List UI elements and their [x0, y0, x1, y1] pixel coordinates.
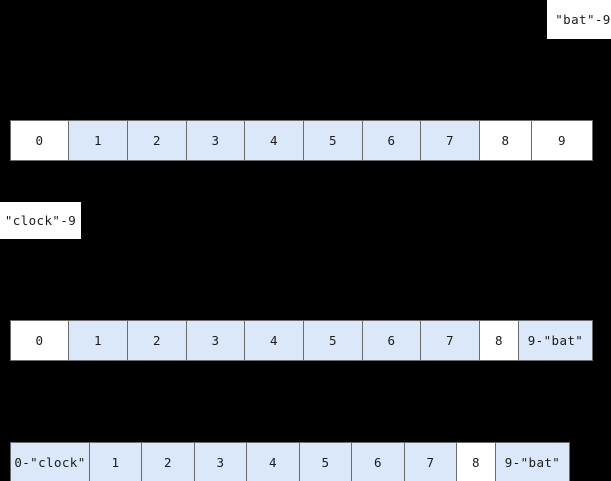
array-cell: 6	[351, 442, 405, 481]
array-cell: 0-"clock"	[10, 442, 90, 481]
array-cell: 1	[89, 442, 142, 481]
array-cell: 9-"bat"	[495, 442, 570, 481]
array-cell: 0	[10, 120, 69, 161]
array-cell: 1	[68, 120, 128, 161]
array-cell: 7	[404, 442, 457, 481]
array-cell: 9-"bat"	[518, 320, 593, 361]
array-cell: 3	[186, 320, 245, 361]
array-cell: 8	[456, 442, 496, 481]
array-cell: 4	[246, 442, 300, 481]
annotation-label-bat: "bat"-9	[547, 0, 611, 39]
array-cell: 6	[362, 320, 421, 361]
array-cell: 5	[303, 120, 363, 161]
array-cell: 3	[194, 442, 247, 481]
annotation-label-clock: "clock"-9	[0, 202, 81, 239]
array-cell: 1	[68, 320, 128, 361]
array-cell: 6	[362, 120, 421, 161]
array-cell: 2	[127, 120, 187, 161]
array-cell: 7	[420, 320, 480, 361]
array-cell: 4	[244, 120, 304, 161]
array-cell: 2	[127, 320, 187, 361]
array-cell: 2	[141, 442, 195, 481]
array-cell: 3	[186, 120, 245, 161]
array-cell: 7	[420, 120, 480, 161]
array-cell: 0	[10, 320, 69, 361]
array-cell: 8	[479, 320, 519, 361]
array-cell: 8	[479, 120, 532, 161]
array-cell: 5	[299, 442, 352, 481]
array-cell: 5	[303, 320, 363, 361]
array-cell: 9	[531, 120, 593, 161]
array-cell: 4	[244, 320, 304, 361]
